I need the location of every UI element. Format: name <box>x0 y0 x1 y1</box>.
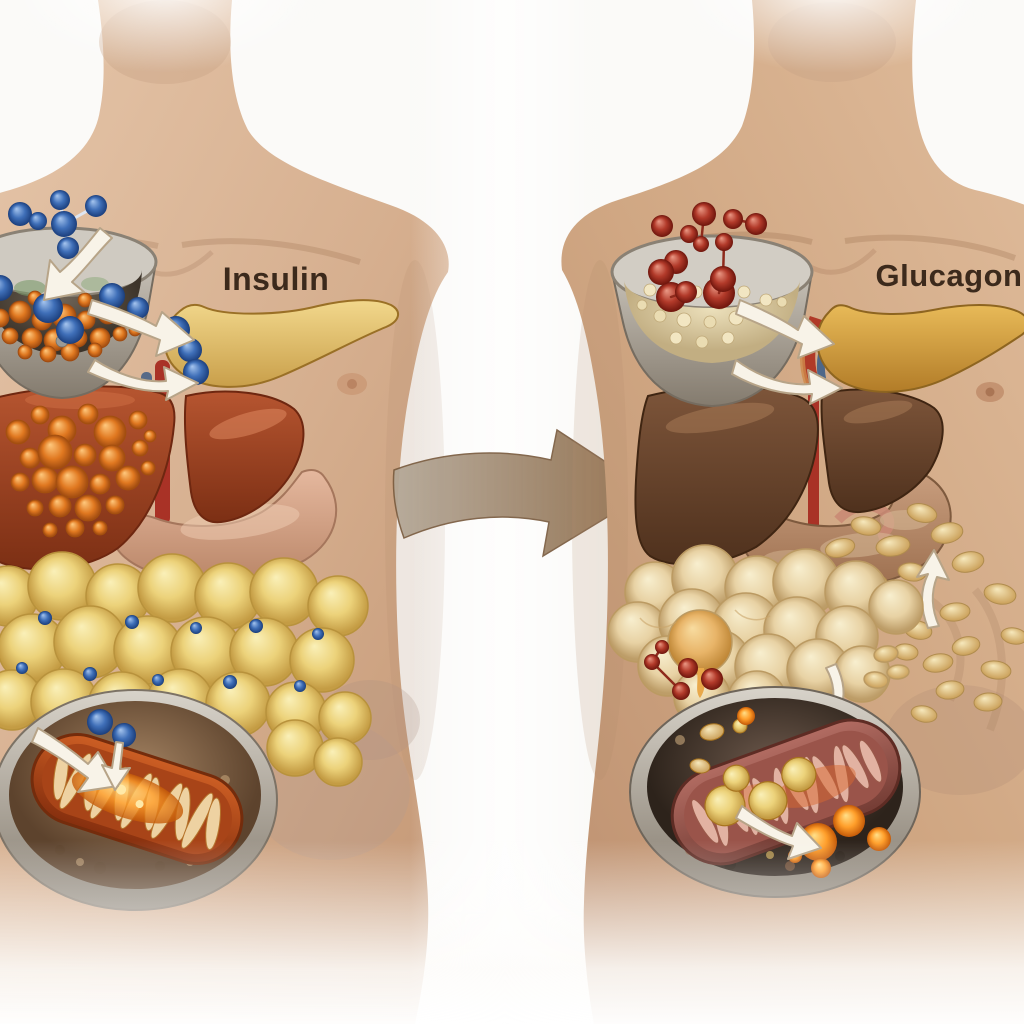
arrow-into-mitochondrion <box>31 727 119 793</box>
arrow-glucose-down <box>101 741 131 791</box>
neck-fade-left <box>2 0 328 73</box>
arrow-bowl-to-pancreas <box>87 299 195 357</box>
left-pancreas <box>163 299 400 388</box>
glucose-beans-on-stomach <box>824 503 964 592</box>
left-fat-cells <box>0 551 372 787</box>
right-liver <box>634 385 944 566</box>
right-panel: Glucagon <box>561 0 1024 1024</box>
center-transition-arrow <box>392 428 652 558</box>
arrow-into-bowl <box>43 227 113 301</box>
arrow-bowl-to-pancreas-r <box>735 299 835 359</box>
glycogen-granules <box>5 403 157 538</box>
right-flow-arrows <box>731 299 843 405</box>
bottom-fade <box>0 840 1024 1024</box>
arrow-bowl-to-pancreas-2 <box>87 359 199 401</box>
fat-glucose-dots <box>16 611 324 692</box>
left-panel: Insulin <box>0 0 449 1024</box>
left-flow-arrows <box>43 227 199 401</box>
glucagon-molecules <box>648 202 767 303</box>
glucagon-label: Glucagon <box>876 258 1023 293</box>
mito-glucose-spheres <box>87 709 136 747</box>
left-liver <box>0 385 305 571</box>
fat-glucagon-dots <box>644 640 723 700</box>
right-pancreas <box>816 304 1024 393</box>
arrow-bowl-to-pancreas-r2 <box>731 359 843 405</box>
insulin-label: Insulin <box>223 261 330 297</box>
neck-fade-right <box>669 0 995 73</box>
beans-near-bowl <box>863 645 910 689</box>
lipolysis-fat-cell <box>667 609 733 675</box>
lipid-droplets-on-mitochondrion <box>704 756 817 827</box>
insulin-molecules <box>8 190 107 259</box>
bowl-insulin-spheres <box>0 275 149 344</box>
released-glucose-beans <box>893 551 1024 723</box>
